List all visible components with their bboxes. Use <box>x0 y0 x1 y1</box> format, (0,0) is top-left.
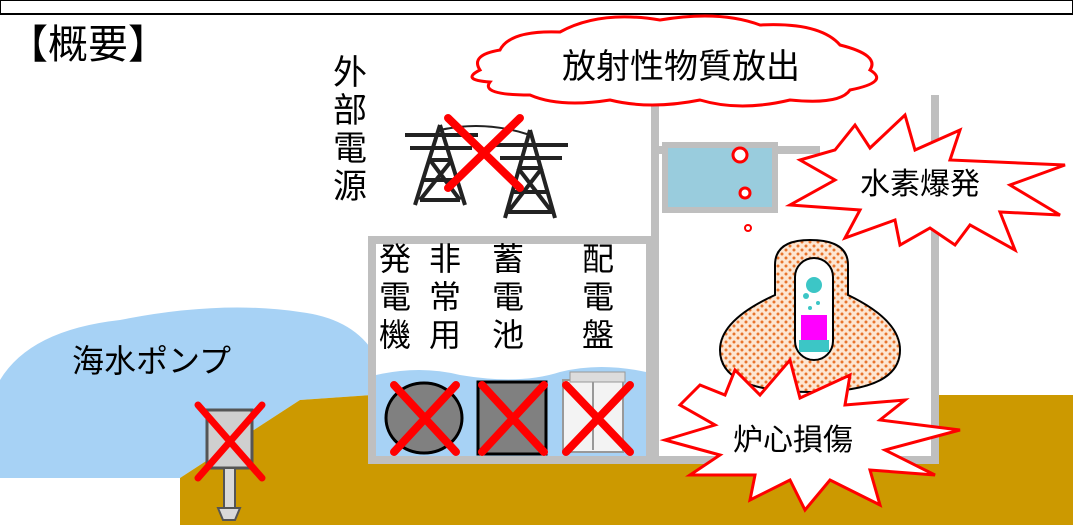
cross-mark-icon <box>390 381 634 456</box>
cross-mark-icon <box>194 401 266 482</box>
bubble <box>731 146 749 164</box>
release-cloud <box>470 14 879 108</box>
steam-bubble <box>806 277 822 293</box>
radioactive-release-label: 放射性物質放出 <box>562 47 800 87</box>
seawater-pump-label: 海水ポンプ <box>72 342 231 380</box>
hydrogen-explosion-label: 水素爆発 <box>860 167 980 202</box>
transmission-tower-icon <box>439 125 568 219</box>
bubble <box>738 186 752 200</box>
fuel-rods <box>801 315 827 340</box>
coolant <box>799 340 829 352</box>
page-title: 【概要】 <box>8 22 168 68</box>
generator-label: 発電機 <box>379 240 411 354</box>
bubble <box>744 224 752 232</box>
external-power-label: 外部電源 <box>333 53 367 207</box>
damage-burst <box>659 356 961 513</box>
cross-mark-icon <box>444 114 524 192</box>
top-frame <box>0 0 1073 15</box>
seawater <box>0 307 372 478</box>
transmission-tower-icon <box>405 124 478 206</box>
battery-label: 蓄電池 <box>492 240 524 354</box>
explosion-burst <box>784 112 1066 254</box>
spent-fuel-pool <box>662 142 778 213</box>
switchboard-label: 配電盤 <box>582 240 614 354</box>
core-damage-label: 炉心損傷 <box>733 423 853 458</box>
emergency-label: 非常用 <box>429 240 461 354</box>
